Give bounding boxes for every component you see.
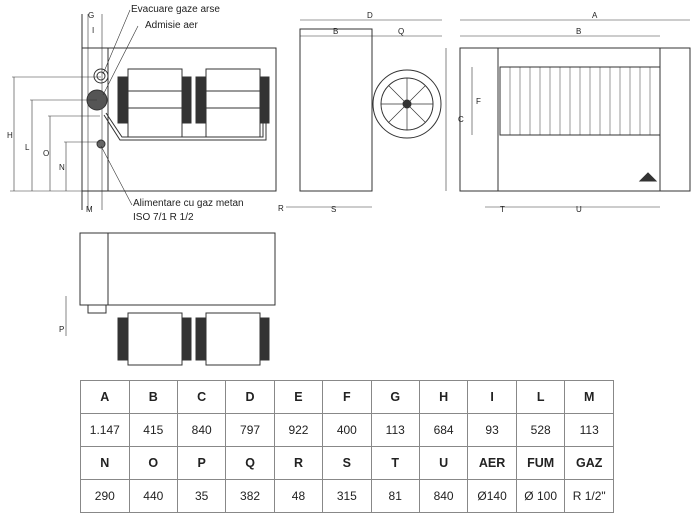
dim-o: O — [43, 149, 49, 158]
dim-r: R — [278, 204, 284, 213]
table-cell: 113 — [564, 413, 614, 447]
dim-h: H — [7, 131, 13, 140]
dim-q: Q — [398, 27, 404, 36]
table-cell: E — [273, 380, 324, 414]
table-cell: 797 — [225, 413, 275, 447]
table-cell: B — [128, 380, 178, 414]
table-cell: 382 — [225, 479, 275, 513]
dim-g: G — [88, 11, 94, 20]
table-cell: U — [418, 446, 469, 480]
table-cell: Ø140 — [467, 479, 517, 513]
dim-d: D — [367, 11, 373, 20]
table-cell: 35 — [176, 479, 227, 513]
label-flue-outlet: Evacuare gaze arse — [131, 4, 220, 15]
table-cell: F — [322, 380, 372, 414]
table-cell: 48 — [273, 479, 324, 513]
table-cell: FUM — [515, 446, 566, 480]
label-air-inlet: Admisie aer — [145, 20, 198, 31]
table-cell: 840 — [418, 479, 469, 513]
table-cell: 290 — [80, 479, 130, 513]
dim-n: N — [59, 163, 65, 172]
label-gas-supply: Alimentare cu gaz metan — [133, 198, 244, 209]
table-cell: I — [467, 380, 517, 414]
table-cell: 528 — [515, 413, 566, 447]
dim-b-side: B — [333, 27, 338, 36]
table-cell: 1.147 — [80, 413, 130, 447]
table-cell: 922 — [273, 413, 324, 447]
dim-m: M — [86, 205, 93, 214]
table-cell: A — [80, 380, 130, 414]
dim-l: L — [25, 143, 30, 152]
table-cell: S — [322, 446, 372, 480]
table-cell: L — [515, 380, 566, 414]
table-cell: 93 — [467, 413, 517, 447]
table-cell: C — [176, 380, 227, 414]
table-cell: N — [80, 446, 130, 480]
dim-b: B — [576, 27, 581, 36]
table-cell: H — [418, 380, 469, 414]
dim-c: C — [458, 115, 464, 124]
dim-a: A — [592, 11, 598, 20]
table-cell: D — [225, 380, 275, 414]
table-cell: 113 — [370, 413, 420, 447]
table-cell: Q — [225, 446, 275, 480]
table-cell: 415 — [128, 413, 178, 447]
table-cell: Ø 100 — [515, 479, 566, 513]
front-view — [10, 9, 277, 210]
table-cell: 400 — [322, 413, 372, 447]
table-cell: T — [370, 446, 420, 480]
dim-p: P — [59, 325, 64, 334]
table-cell: P — [176, 446, 227, 480]
rear-view — [445, 19, 691, 208]
dim-i: I — [92, 26, 94, 35]
dim-s: S — [331, 205, 336, 214]
dim-f: F — [476, 97, 481, 106]
dim-t: T — [500, 205, 505, 214]
dim-u: U — [576, 205, 582, 214]
top-view — [65, 232, 276, 366]
table-cell: 81 — [370, 479, 420, 513]
table-cell: R — [273, 446, 324, 480]
table-cell: G — [370, 380, 420, 414]
table-cell: 440 — [128, 479, 178, 513]
table-cell: 840 — [176, 413, 227, 447]
table-cell: 684 — [418, 413, 469, 447]
table-cell: O — [128, 446, 178, 480]
label-gas-thread: ISO 7/1 R 1/2 — [133, 212, 194, 223]
table-cell: GAZ — [564, 446, 614, 480]
table-cell: AER — [467, 446, 517, 480]
table-cell: R 1/2" — [564, 479, 614, 513]
table-cell: 315 — [322, 479, 372, 513]
side-view — [286, 19, 442, 208]
table-cell: M — [564, 380, 614, 414]
